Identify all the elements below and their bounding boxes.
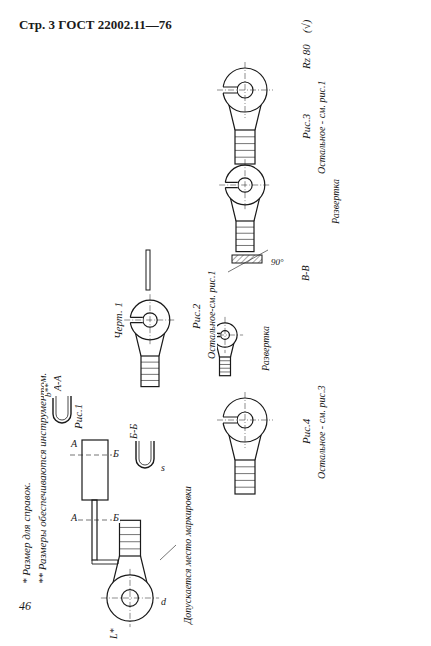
- drawing-label: В-В: [300, 264, 311, 282]
- drawing-label: А: [70, 512, 78, 523]
- drawing-label: d: [160, 596, 167, 607]
- drawing-label: 46: [18, 600, 32, 613]
- drawing-label: Рис.4: [300, 418, 312, 445]
- drawing-label: Остальное-см. рис.1: [206, 270, 217, 360]
- ring-lug: [101, 520, 159, 627]
- drawing-label: Остальное - см. рис.3: [316, 385, 327, 480]
- drawing-label: s: [160, 462, 166, 473]
- hook-lug-4: [217, 392, 273, 494]
- leader-line: [160, 545, 176, 560]
- drawing-label: Рис.2: [190, 303, 202, 330]
- drawing-label: Б: [112, 512, 120, 523]
- drawing-label: L*: [108, 627, 119, 640]
- side-strip: [146, 250, 150, 290]
- hook-lug-2: [124, 294, 176, 386]
- drawing-label: Rz 80: [300, 43, 312, 70]
- drawing-label: Допускается место маркировки: [182, 485, 193, 625]
- drawing-label: Развертка: [330, 178, 341, 225]
- hook-lug-flat: [219, 159, 271, 251]
- drawing-label: Б: [112, 448, 120, 459]
- drawing-label: А: [70, 438, 78, 449]
- section-aa: [53, 396, 71, 423]
- section-bb: [136, 441, 154, 468]
- drawing-label: Черт. 1: [112, 301, 124, 340]
- drawing-label: * Размер для справок.: [20, 481, 32, 585]
- drawing-label: Остальное - см. рис.1: [316, 80, 327, 175]
- drawing-label: Рис.1: [72, 403, 84, 430]
- side-view: [70, 440, 120, 564]
- hook-lug: [217, 62, 273, 164]
- angle-line: [228, 250, 268, 272]
- drawing-label: Развертка: [260, 325, 271, 372]
- drawing-label: ** Размеры обеспечиваются инструментом.: [36, 372, 48, 585]
- drawing-label: Стр. 3 ГОСТ 22002.11—76: [18, 18, 173, 32]
- drawing-label: Б-Б: [128, 423, 139, 440]
- drawing-label: 90°: [270, 258, 285, 268]
- drawing-label: Рис.3: [300, 113, 312, 140]
- drawing-label: b**: [44, 383, 54, 399]
- drawing-label: (√): [300, 19, 312, 34]
